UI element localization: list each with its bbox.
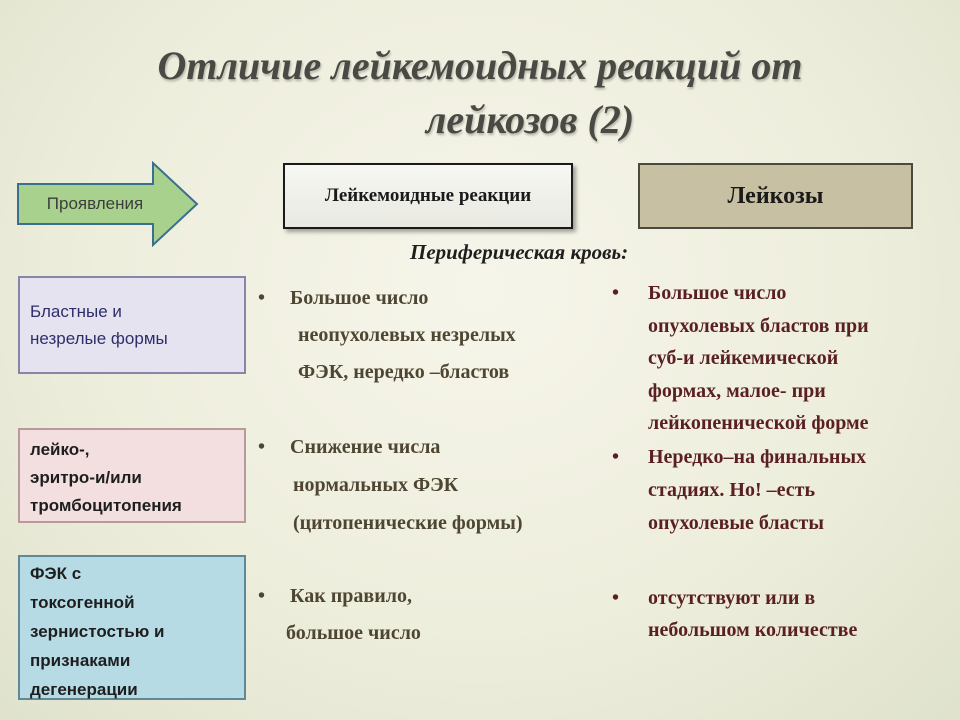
bullet-icon: •	[258, 585, 266, 607]
left-item-line: Снижение числа	[290, 436, 441, 458]
category-line: тромбоцитопения	[30, 496, 182, 515]
right-item-line: отсутствуют или в	[648, 587, 816, 609]
right-item-2: • Нередко–на финальных стадиях. Но! –ест…	[612, 441, 866, 540]
category-line: дегенерации	[30, 680, 138, 699]
category-line: лейко-,	[30, 440, 90, 459]
bullet-icon: •	[612, 587, 620, 609]
category-line: эритро-и/или	[30, 468, 142, 487]
category-line: ФЭК с	[30, 564, 82, 583]
right-item-line: Большое число	[648, 282, 787, 304]
arrow-shape	[17, 160, 199, 248]
category-box-cytopenia: лейко-, эритро-и/или тромбоцитопения	[18, 428, 246, 523]
bullet-icon: •	[258, 287, 266, 309]
bullet-icon: •	[612, 282, 620, 304]
category-line: зернистостью и	[30, 622, 165, 641]
category-line: незрелые формы	[30, 329, 168, 348]
category-line: Бластные и	[30, 302, 122, 321]
category-line: токсогенной	[30, 593, 135, 612]
header-leukoses: Лейкозы	[638, 163, 913, 229]
bullet-icon: •	[258, 436, 266, 458]
left-item-line: ФЭК, нередко –бластов	[298, 361, 510, 383]
right-item-line: опухолевых бластов при	[648, 314, 869, 337]
arrow-label: Проявления	[46, 194, 144, 213]
category-box-blasts: Бластные и незрелые формы	[18, 276, 246, 374]
slide-title-line-2: лейкозов (2)	[425, 97, 635, 142]
left-item-3: • Как правило, большое число	[258, 578, 421, 652]
right-item-line: Нередко–на финальных	[648, 446, 867, 468]
right-item-line: суб-и лейкемической	[648, 347, 839, 369]
right-item-line: опухолевые бласты	[648, 512, 824, 534]
left-item-1: • Большое число неопухолевых незрелых ФЭ…	[258, 280, 516, 391]
slide-title-line-1: Отличие лейкемоидных реакций от	[157, 43, 803, 88]
right-item-line: небольшом количестве	[648, 619, 858, 641]
left-item-line: Большое число	[290, 287, 429, 309]
right-item-line: лейкопенической форме	[648, 412, 869, 434]
right-item-1: • Большое число опухолевых бластов при с…	[612, 277, 869, 440]
left-item-2: • Снижение числа нормальных ФЭК (цитопен…	[258, 428, 522, 542]
right-item-line: стадиях. Но! –есть	[648, 479, 816, 501]
category-line: признаками	[30, 651, 131, 670]
category-box-toxic-granularity: ФЭК с токсогенной зернистостью и признак…	[18, 555, 246, 700]
header-leukemoid-reactions: Лейкемоидные реакции	[283, 163, 573, 229]
right-item-line: формах, малое- при	[648, 379, 826, 402]
left-item-line: (цитопенические формы)	[293, 512, 523, 534]
left-item-line: Как правило,	[290, 585, 412, 607]
bullet-icon: •	[612, 446, 620, 468]
manifestations-arrow	[17, 160, 199, 248]
left-item-line: большое число	[286, 622, 421, 644]
peripheral-blood-subheader: Периферическая кровь:	[410, 240, 629, 264]
right-item-3: • отсутствуют или в небольшом количестве	[612, 582, 857, 646]
left-item-line: неопухолевых незрелых	[298, 324, 516, 346]
left-item-line: нормальных ФЭК	[293, 474, 459, 496]
